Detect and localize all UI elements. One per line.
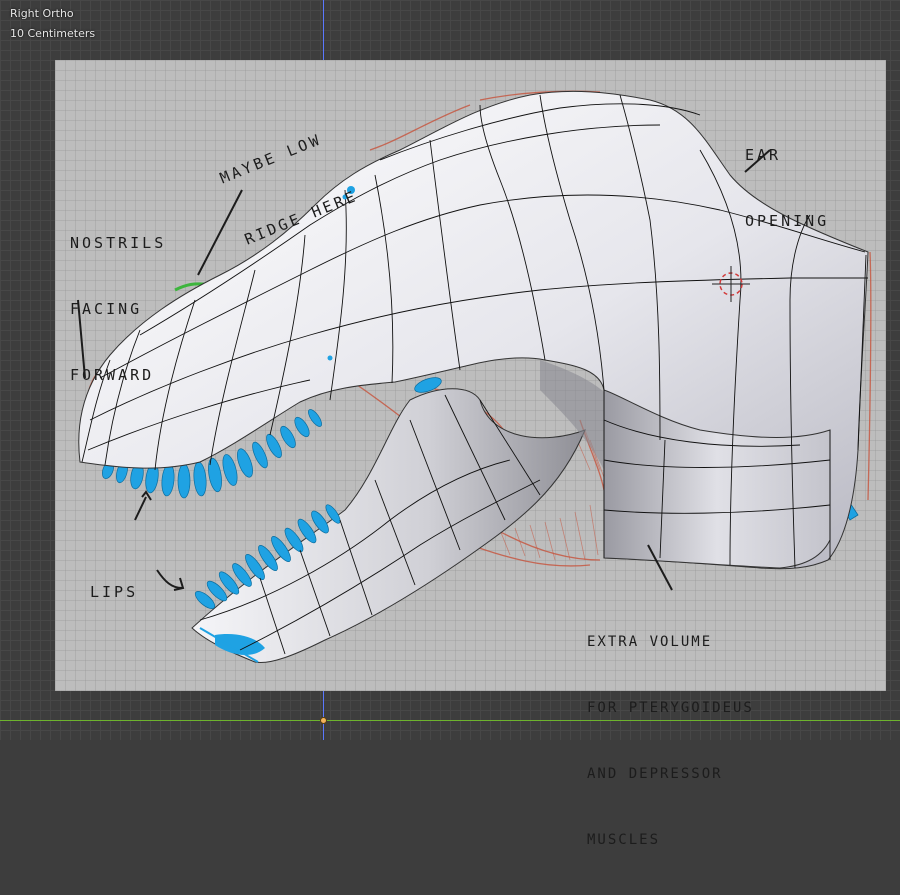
lower-jaw bbox=[191, 388, 586, 664]
skull-wire bbox=[81, 94, 868, 569]
annotation-lips: LIPS bbox=[90, 583, 139, 601]
origin-icon bbox=[320, 717, 327, 724]
annotation-pointers bbox=[77, 149, 771, 591]
annotation-extra-volume: EXTRA VOLUME FOR PTERYGOIDEUS AND DEPRES… bbox=[587, 634, 754, 848]
view-name-label: Right Ortho bbox=[10, 7, 74, 20]
chin-blue-patch bbox=[215, 634, 265, 656]
lower-teeth bbox=[194, 504, 341, 609]
grid-scale-label: 10 Centimeters bbox=[10, 27, 96, 40]
annotation-nostrils: NOSTRILS FACING FORWARD bbox=[70, 234, 167, 384]
dinosaur-head-mesh[interactable] bbox=[0, 0, 900, 740]
3d-cursor-icon bbox=[712, 266, 750, 302]
3d-viewport[interactable]: MAYBE LOW RIDGE HERE NOSTRILS FACING FOR… bbox=[0, 0, 900, 848]
skull bbox=[78, 90, 869, 570]
y-axis-line bbox=[0, 720, 900, 721]
muscle-sketch-hatch bbox=[499, 429, 606, 561]
lower-jaw-wire bbox=[199, 394, 541, 655]
annotation-ear-opening: EAR OPENING bbox=[745, 146, 830, 230]
